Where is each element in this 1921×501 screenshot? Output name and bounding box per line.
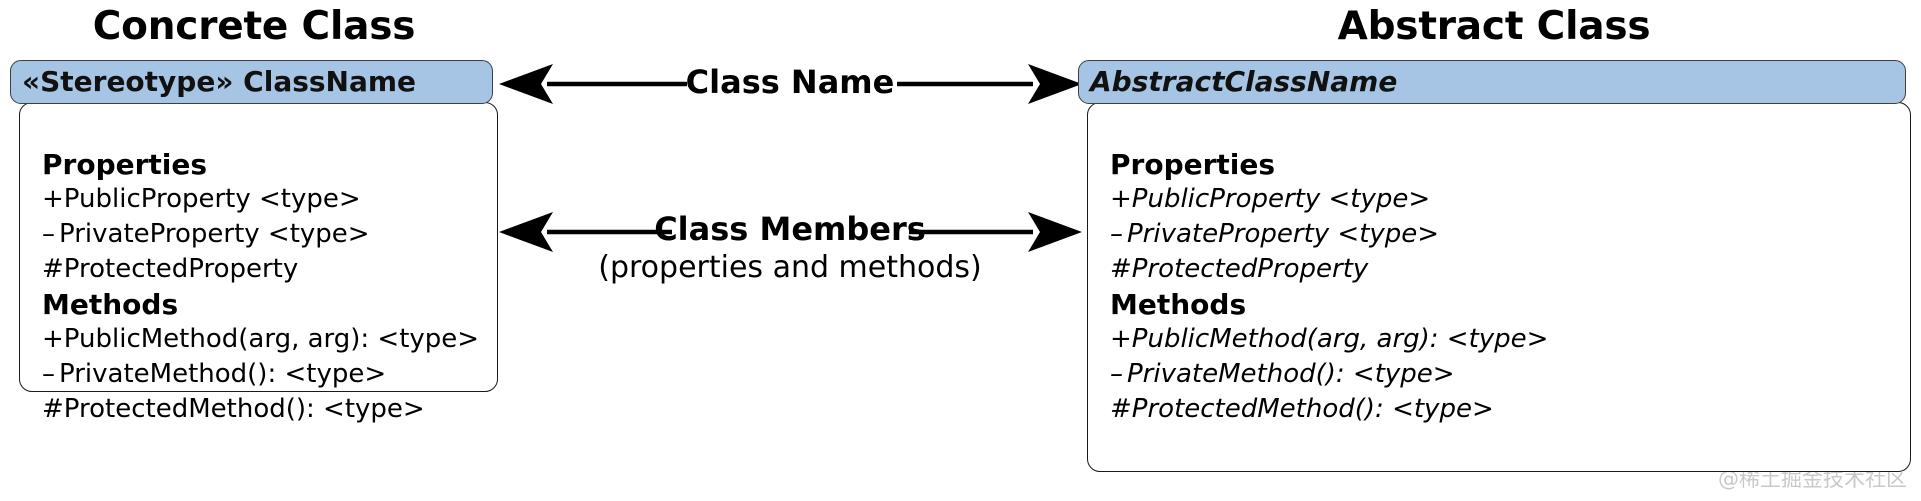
abstract-methods-heading: Methods: [1110, 288, 1247, 321]
visibility-symbol-private: –: [1110, 219, 1123, 249]
concrete-class-box[interactable]: Properties +PublicProperty <type> –Priva…: [10, 60, 498, 424]
member-text: PublicMethod(arg, arg): <type>: [1131, 324, 1549, 354]
visibility-symbol-public: +: [1110, 324, 1132, 354]
class-members-arrow-pair: [499, 212, 1082, 252]
abstract-class-box[interactable]: Properties +PublicProperty <type> –Priva…: [1078, 60, 1911, 472]
concrete-class-title: Concrete Class: [92, 4, 416, 49]
right-arrow-head: [1028, 64, 1082, 104]
visibility-symbol-private: –: [42, 219, 55, 249]
visibility-symbol-protected: #: [42, 394, 64, 424]
member-text: ProtectedMethod(): <type>: [63, 394, 425, 424]
member-text: PublicMethod(arg, arg): <type>: [63, 324, 480, 354]
visibility-symbol-public: +: [42, 324, 64, 354]
visibility-symbol-private: –: [42, 359, 55, 389]
concrete-method-row: –PrivateMethod(): <type>: [42, 357, 497, 392]
concrete-class-body: Properties +PublicProperty <type> –Priva…: [19, 102, 498, 424]
abstract-class-name-label: AbstractClassName: [1090, 65, 1398, 98]
class-members-label-primary: Class Members: [654, 210, 926, 248]
class-members-label-block: Class Members (properties and methods): [590, 210, 990, 288]
member-text: ProtectedProperty: [63, 254, 299, 284]
concrete-property-row: #ProtectedProperty: [42, 252, 497, 287]
class-name-label-primary: Class Name: [685, 63, 895, 101]
left-arrow-head: [499, 64, 553, 104]
abstract-property-row: +PublicProperty <type>: [1110, 182, 1910, 217]
abstract-property-row: –PrivateProperty <type>: [1110, 217, 1910, 252]
visibility-symbol-protected: #: [42, 254, 64, 284]
right-arrow-head: [1028, 212, 1082, 252]
concrete-method-row: +PublicMethod(arg, arg): <type>: [42, 322, 497, 357]
concrete-property-row: +PublicProperty <type>: [42, 182, 497, 217]
visibility-symbol-public: +: [1110, 184, 1132, 214]
member-text: PublicProperty <type>: [63, 184, 361, 214]
abstract-property-row: #ProtectedProperty: [1110, 252, 1910, 287]
concrete-class-name-label: «Stereotype» ClassName: [22, 65, 417, 98]
member-text: PublicProperty <type>: [1131, 184, 1431, 214]
visibility-symbol-protected: #: [1110, 394, 1132, 424]
member-text: ProtectedMethod(): <type>: [1131, 394, 1494, 424]
visibility-symbol-protected: #: [1110, 254, 1132, 284]
class-members-label-secondary: (properties and methods): [598, 250, 982, 285]
class-name-arrow-pair: [499, 64, 1082, 104]
left-arrow-head: [499, 212, 553, 252]
visibility-symbol-private: –: [1110, 359, 1123, 389]
member-text: ProtectedProperty: [1131, 254, 1369, 284]
abstract-method-row: –PrivateMethod(): <type>: [1110, 357, 1910, 392]
concrete-properties-heading: Properties: [42, 148, 208, 181]
member-text: PrivateMethod(): <type>: [59, 359, 387, 389]
abstract-properties-heading: Properties: [1110, 148, 1276, 181]
class-name-label-block: Class Name: [615, 63, 965, 101]
abstract-method-row: #ProtectedMethod(): <type>: [1110, 392, 1910, 427]
abstract-class-header[interactable]: AbstractClassName: [1078, 60, 1906, 104]
abstract-class-title: Abstract Class: [1337, 4, 1651, 49]
abstract-class-body: Properties +PublicProperty <type> –Priva…: [1087, 102, 1911, 472]
abstract-method-row: +PublicMethod(arg, arg): <type>: [1110, 322, 1910, 357]
member-text: PrivateProperty <type>: [1127, 219, 1440, 249]
visibility-symbol-public: +: [42, 184, 64, 214]
member-text: PrivateMethod(): <type>: [1127, 359, 1455, 389]
concrete-method-row: #ProtectedMethod(): <type>: [42, 392, 497, 427]
member-text: PrivateProperty <type>: [59, 219, 370, 249]
concrete-methods-heading: Methods: [42, 288, 179, 321]
concrete-property-row: –PrivateProperty <type>: [42, 217, 497, 252]
concrete-class-header[interactable]: «Stereotype» ClassName: [10, 60, 493, 104]
